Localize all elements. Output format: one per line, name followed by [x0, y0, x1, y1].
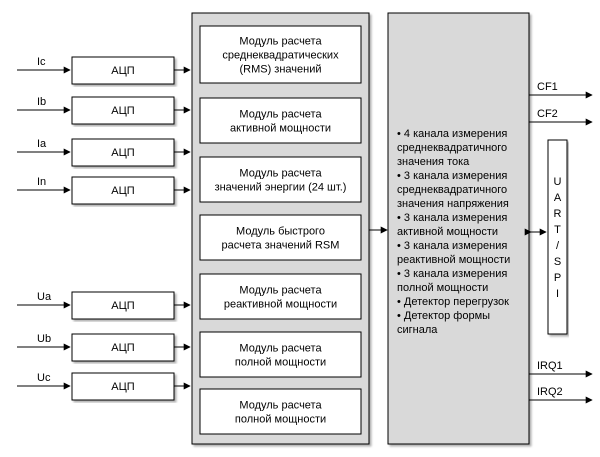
adc-label: АЦП	[111, 342, 134, 354]
module-line: Модуль быстрого	[236, 226, 325, 238]
adc-label: АЦП	[111, 105, 134, 117]
features-panel	[387, 12, 530, 445]
signal-label: Ua	[37, 291, 52, 303]
signal-label: Ib	[37, 96, 46, 108]
interface-letter: A	[554, 192, 562, 204]
adc-box	[71, 56, 175, 85]
module-rect	[199, 214, 362, 261]
adc-box	[71, 291, 175, 320]
module-box: Модуль расчета полной мощности	[199, 388, 362, 435]
module-line: активной мощности	[230, 123, 331, 135]
feature-line: реактивной мощности	[397, 254, 510, 266]
adc-label: АЦП	[111, 381, 134, 393]
feature-line: значения тока	[397, 156, 470, 168]
adc-label: АЦП	[111, 300, 134, 312]
adc-label: АЦП	[111, 147, 134, 159]
adc-box	[71, 138, 175, 167]
module-line: Модуль расчета	[239, 400, 322, 412]
module-line: полной мощности	[235, 357, 326, 369]
module-line: реактивной мощности	[224, 299, 337, 311]
module-rect	[199, 273, 362, 320]
module-box: Модуль расчета среднеквадратических (RMS) …	[199, 25, 362, 84]
signal-label: Ia	[37, 138, 47, 150]
module-rect	[199, 388, 362, 435]
module-rect	[199, 97, 362, 144]
cf2-label: CF2	[537, 108, 558, 120]
module-box: Модуль расчета полной мощности	[199, 331, 362, 378]
feature-line: среднеквадратичного	[397, 142, 507, 154]
module-line: Модуль расчета	[239, 109, 322, 121]
irq2-label: IRQ2	[537, 386, 563, 398]
feature-line: • 3 канала измерения	[397, 170, 507, 182]
module-line: Модуль расчета	[239, 285, 322, 297]
module-line: Модуль расчета	[239, 343, 322, 355]
interface-letter: T	[554, 224, 561, 236]
interface-letter: U	[554, 176, 562, 188]
signal-label: Ub	[37, 333, 51, 345]
interface-letter: S	[554, 256, 561, 268]
feature-line: • 4 канала измерения	[397, 128, 507, 140]
signal-label: Ic	[37, 56, 46, 68]
irq1-label: IRQ1	[537, 360, 563, 372]
feature-line: • 3 канала измерения	[397, 240, 507, 252]
module-line: значений энергии (24 шт.)	[215, 182, 347, 194]
adc-box	[71, 96, 175, 125]
module-rect	[199, 25, 362, 84]
feature-line: полной мощности	[397, 282, 488, 294]
interface-letter: R	[554, 208, 562, 220]
feature-line: • Детектор формы	[397, 310, 490, 322]
module-list: Модуль расчета среднеквадратических (RMS) …	[199, 25, 362, 435]
signal-label: In	[37, 176, 46, 188]
features-text: • 4 канала измерения среднеквадратичного з…	[397, 128, 510, 336]
feature-line: • Детектор перегрузок	[397, 296, 509, 308]
adc-label: АЦП	[111, 65, 134, 77]
feature-line: • 3 канала измерения	[397, 212, 507, 224]
feature-line: значения напряжения	[397, 198, 509, 210]
module-line: полной мощности	[235, 414, 326, 426]
feature-line: среднеквадратичного	[397, 184, 507, 196]
adc-label: АЦП	[111, 185, 134, 197]
uart-spi-box	[547, 139, 568, 335]
interface-letter: /	[556, 240, 560, 252]
module-line: (RMS) значений	[239, 64, 321, 76]
module-box: Модуль расчета реактивной мощности	[199, 273, 362, 320]
feature-line: сигнала	[397, 324, 438, 336]
module-box: Модуль быстрого расчета значений RSM	[199, 214, 362, 261]
feature-line: активной мощности	[397, 226, 498, 238]
module-line: Модуль расчета	[239, 36, 322, 48]
cf1-label: CF1	[537, 81, 558, 93]
module-box: Модуль расчета активной мощности	[199, 97, 362, 144]
interface-letter: P	[554, 272, 561, 284]
signal-label: Uc	[37, 372, 51, 384]
module-line: расчета значений RSM	[222, 240, 340, 252]
module-line: Модуль расчета	[239, 168, 322, 180]
adc-box	[71, 372, 175, 401]
interface-letter: I	[556, 288, 559, 300]
module-line: среднеквадратических	[222, 50, 339, 62]
module-rect	[199, 331, 362, 378]
module-box: Модуль расчета значений энергии (24 шт.)	[199, 156, 362, 203]
module-rect	[199, 156, 362, 203]
feature-line: • 3 канала измерения	[397, 268, 507, 280]
